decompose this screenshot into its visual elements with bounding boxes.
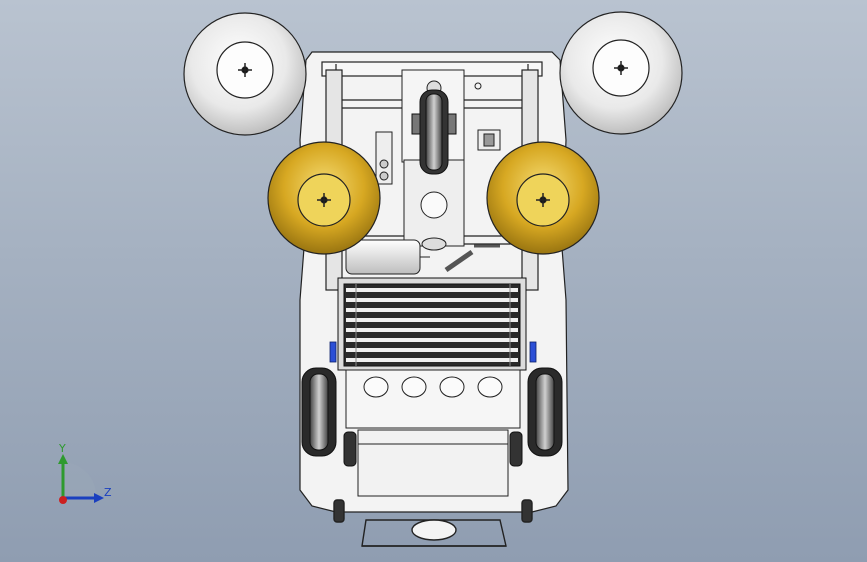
reflector-top-left [183, 12, 307, 136]
mast-wheel [411, 89, 457, 175]
tank [345, 239, 500, 275]
orientation-triad[interactable]: Y Z [44, 440, 124, 510]
rear-wheels [301, 367, 563, 467]
hoses [329, 341, 537, 363]
side-brackets [375, 129, 501, 185]
rear-plate [345, 369, 521, 497]
reflector-gold-left [267, 141, 381, 255]
y-axis-label: Y [59, 442, 66, 455]
engine-grille [337, 277, 527, 371]
z-axis-label: Z [104, 486, 112, 499]
tow-handle [333, 499, 533, 547]
triad-axes [58, 454, 104, 504]
reflector-top-right [559, 11, 683, 135]
reflector-gold-right [486, 141, 600, 255]
